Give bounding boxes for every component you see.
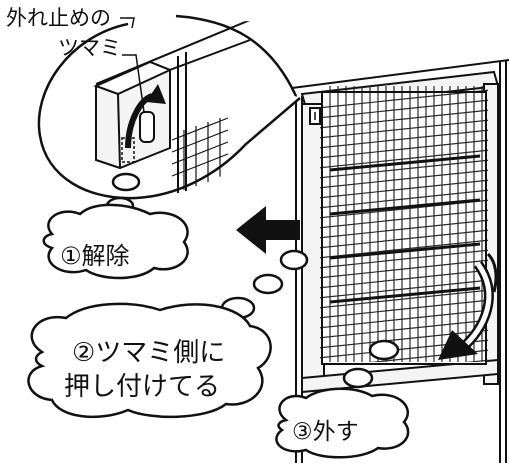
knob-label: ツマミ bbox=[58, 36, 121, 60]
slat-shadows bbox=[329, 154, 481, 304]
step1-label: ①解除 bbox=[60, 242, 130, 270]
up-arrow-head-icon bbox=[146, 84, 166, 104]
left-arrow-icon bbox=[236, 206, 300, 254]
step2-cloud bbox=[27, 302, 272, 419]
stopper-knob-small[interactable] bbox=[309, 107, 321, 125]
step1-cloud bbox=[42, 203, 189, 280]
stopper-label: 外れ止めの bbox=[6, 6, 111, 30]
step3-label: ③外す bbox=[292, 419, 359, 445]
thought-dots-3 bbox=[342, 339, 400, 389]
zoom-callout bbox=[37, 14, 301, 200]
knob-leader-line bbox=[122, 54, 145, 113]
thought-dots-2 bbox=[220, 249, 309, 320]
curved-down-arrow-icon bbox=[438, 252, 498, 360]
step2-label-line1: ②ツマミ側に bbox=[72, 338, 226, 368]
step3-cloud bbox=[275, 387, 410, 459]
step2-label-line2: 押し付けてる bbox=[64, 372, 221, 402]
stopper-knob[interactable] bbox=[139, 111, 155, 143]
